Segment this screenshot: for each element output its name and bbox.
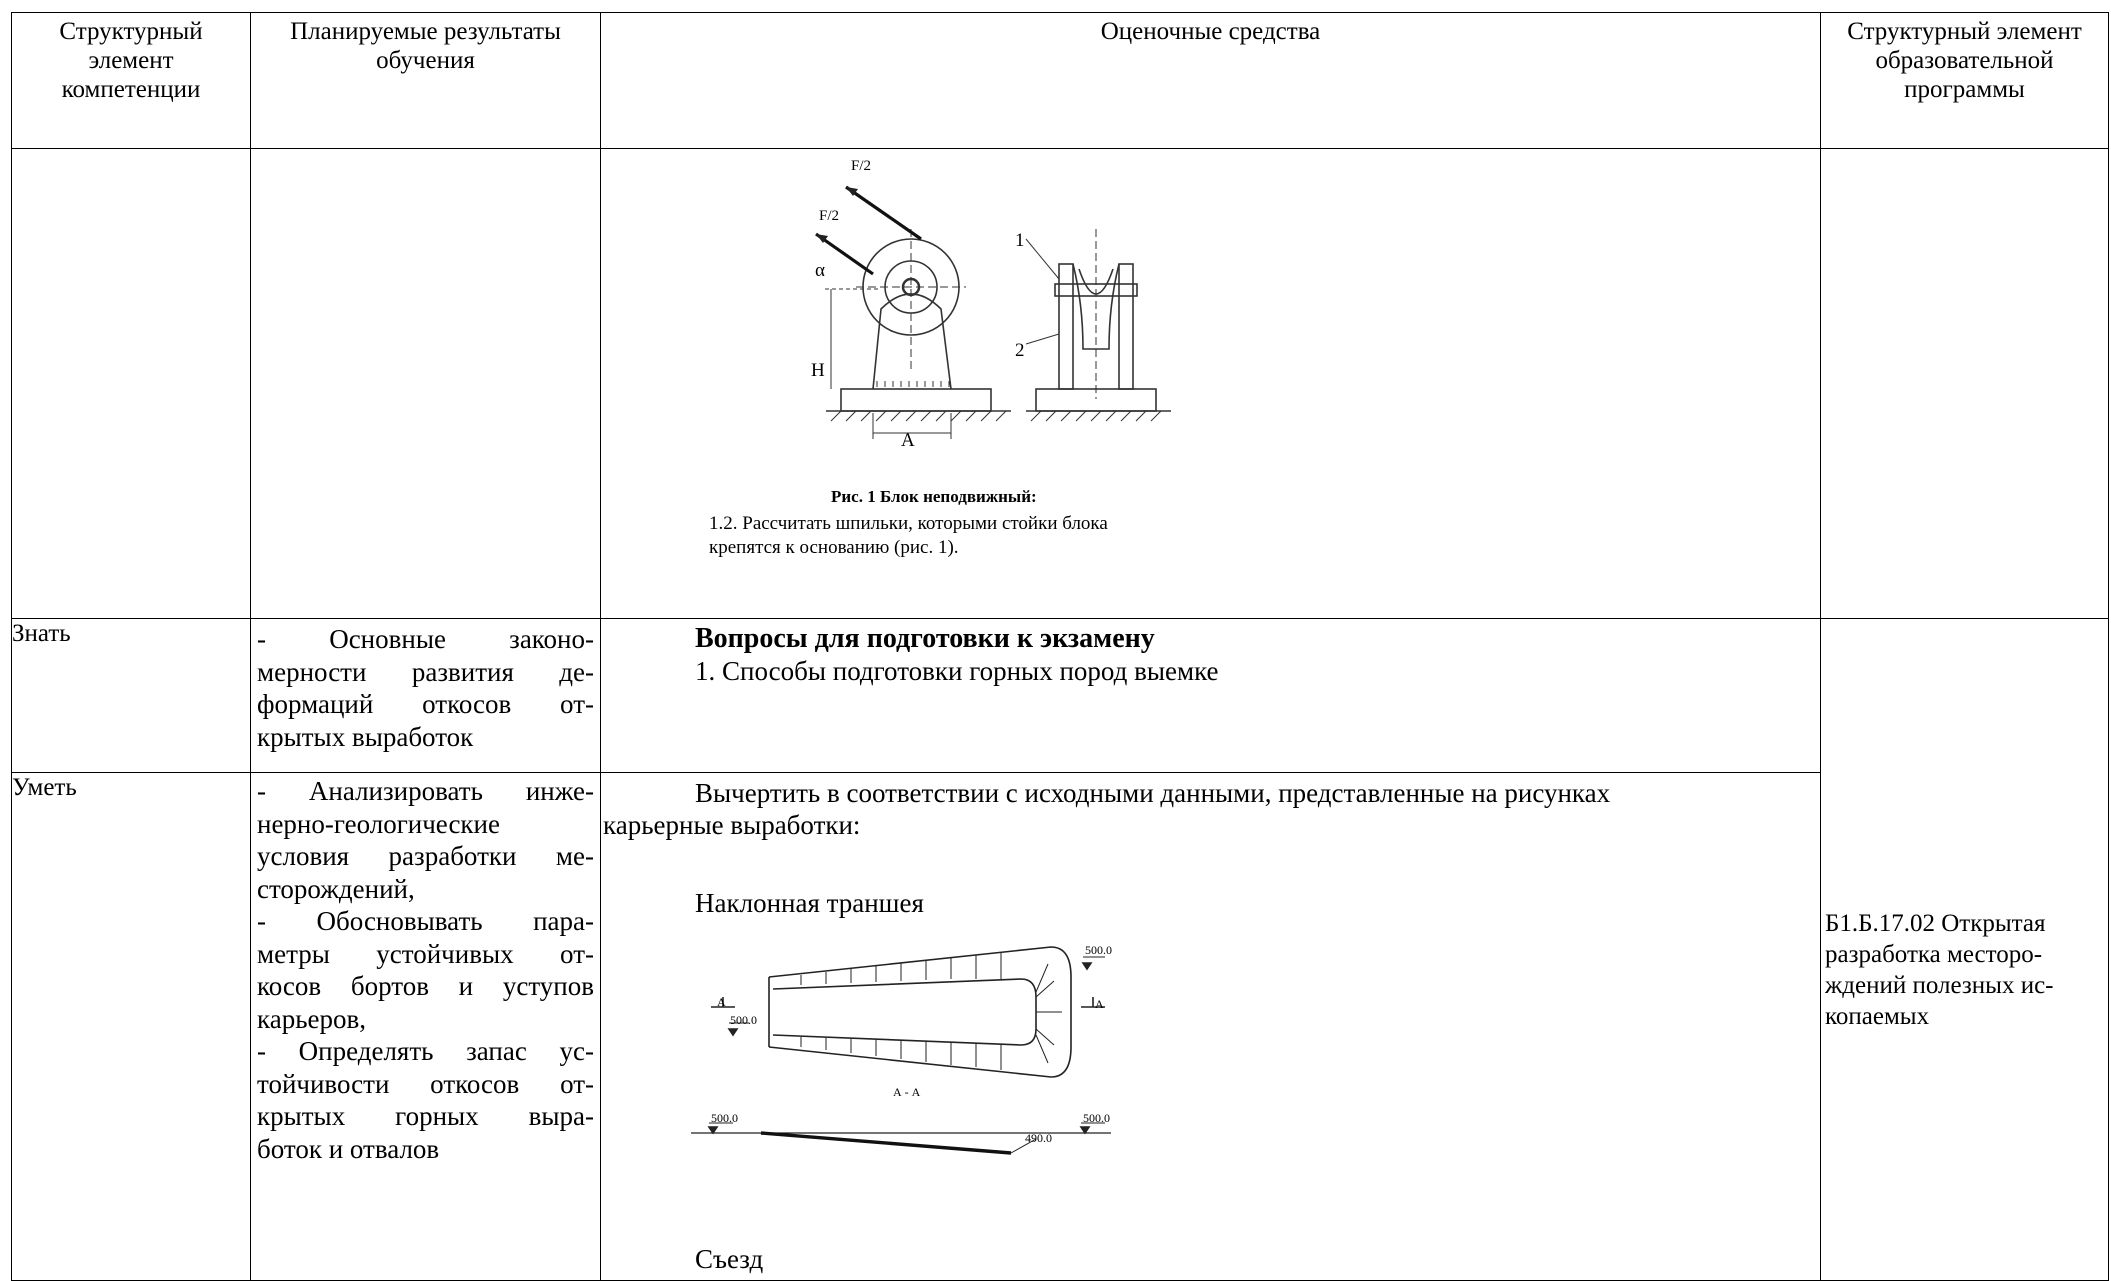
label-H: H xyxy=(811,360,825,381)
result-line: крытых выработок xyxy=(257,721,474,752)
assessment-table: Структурный элемент компетенции Планируе… xyxy=(11,12,2109,1281)
figure-caption: Рис. 1 Блок неподвижный: xyxy=(831,487,1037,506)
assessment-cell-know: Вопросы для подготовки к экзамену 1. Спо… xyxy=(600,618,1821,773)
item-inclined-trench: Наклонная траншея xyxy=(695,888,924,918)
drawing-task-line-2: карьерные выработки: xyxy=(603,810,861,840)
drawing-task-line-1: Вычертить в соответствии с исходными дан… xyxy=(695,778,1611,808)
result-line: - Анализировать инже- xyxy=(257,776,594,806)
results-cell-know: - Основные законо- мерности развития де-… xyxy=(250,618,601,773)
result-line: крытых горных выра- xyxy=(257,1101,594,1131)
table-header-row: Структурный элемент компетенции Планируе… xyxy=(11,12,2109,149)
result-line: тойчивости откосов от- xyxy=(257,1068,594,1099)
label-A: A xyxy=(901,430,915,451)
fixed-pulley-block-drawing xyxy=(815,185,1171,439)
results-cell-skill: - Анализировать инже- нерно-геологически… xyxy=(250,772,601,1281)
empty-cell xyxy=(11,148,251,619)
exam-questions-heading: Вопросы для подготовки к экзамену xyxy=(695,623,1155,654)
competence-element-know: Знать xyxy=(11,618,251,773)
label-two: 2 xyxy=(1015,340,1025,361)
header-competence-element: Структурный элемент компетенции xyxy=(59,18,203,103)
result-line: - Определять запас ус- xyxy=(257,1036,594,1066)
elevation-label: 500.0 xyxy=(1083,1111,1110,1125)
program-line: ждений полезных ис- xyxy=(1825,971,2054,999)
exam-question: 1. Способы подготовки горных пород выемк… xyxy=(695,656,1219,686)
table-row-figure: α H A 1 2 F/2 F/2 Рис. 1 Блок неподвижны… xyxy=(11,148,2109,619)
cut-label-a: А xyxy=(717,995,726,1009)
header-learning-results: Планируемые результаты обучения xyxy=(290,18,561,74)
header-cell-results: Планируемые результаты обучения xyxy=(250,12,601,149)
header-program-element: Структурный элемент образовательной прог… xyxy=(1847,18,2082,103)
program-line: разработка месторо- xyxy=(1825,940,2043,968)
item-ramp: Съезд xyxy=(695,1244,764,1274)
empty-cell xyxy=(1820,148,2109,619)
task-calc-line-1: 1.2. Рассчитать шпильки, которыми стойки… xyxy=(709,513,1108,534)
assessment-cell-skill: Вычертить в соответствии с исходными дан… xyxy=(600,772,1821,1281)
result-line: формаций откосов от- xyxy=(257,689,594,719)
result-line: нерно-геологические xyxy=(257,808,500,839)
elevation-label: 490.0 xyxy=(1025,1131,1052,1145)
result-line: - Обосновывать пара- xyxy=(257,906,594,936)
label-one: 1 xyxy=(1015,230,1025,251)
cut-label-a: А xyxy=(1095,997,1104,1011)
header-cell-assessment: Оценочные средства xyxy=(600,12,1821,149)
figure-cell: α H A 1 2 F/2 F/2 Рис. 1 Блок неподвижны… xyxy=(600,148,1821,619)
empty-cell xyxy=(250,148,601,619)
result-line: условия разработки ме- xyxy=(257,841,594,871)
program-line: Б1.Б.17.02 Открытая xyxy=(1825,909,2046,937)
result-line: мерности развития де- xyxy=(257,656,594,687)
header-cell-program: Структурный элемент образовательной прог… xyxy=(1820,12,2109,149)
result-line: - Основные законо- xyxy=(257,624,594,654)
result-line: сторождений, xyxy=(257,873,415,904)
competence-element-skill: Уметь xyxy=(11,772,251,1281)
result-line: карьеров, xyxy=(257,1003,366,1034)
header-assessment-tools: Оценочные средства xyxy=(1100,18,1321,45)
header-cell-element: Структурный элемент компетенции xyxy=(11,12,251,149)
label-alpha: α xyxy=(815,260,825,281)
elevation-label: 500.0 xyxy=(1085,943,1112,957)
section-label: А - А xyxy=(893,1085,921,1099)
label-force-upper: F/2 xyxy=(851,158,872,174)
elevation-label: 500.0 xyxy=(711,1111,738,1125)
program-element-cell: Б1.Б.17.02 Открытая разработка месторо- … xyxy=(1820,618,2109,1281)
task-calc-line-2: крепятся к основанию (рис. 1). xyxy=(709,537,959,558)
table-row-know: Знать - Основные законо- мерности развит… xyxy=(11,618,2109,1281)
result-line: косов бортов и уступов xyxy=(257,971,594,1001)
elevation-label: 500.0 xyxy=(730,1013,757,1027)
result-line: метры устойчивых от- xyxy=(257,938,594,969)
inclined-trench-drawing xyxy=(691,946,1111,1155)
label-force-lower: F/2 xyxy=(819,208,840,224)
result-line: боток и отвалов xyxy=(257,1133,440,1164)
program-line: копаемых xyxy=(1825,1002,1930,1030)
table-row-skill: Уметь - Анализировать инже- нерно-геолог… xyxy=(11,772,2109,1281)
